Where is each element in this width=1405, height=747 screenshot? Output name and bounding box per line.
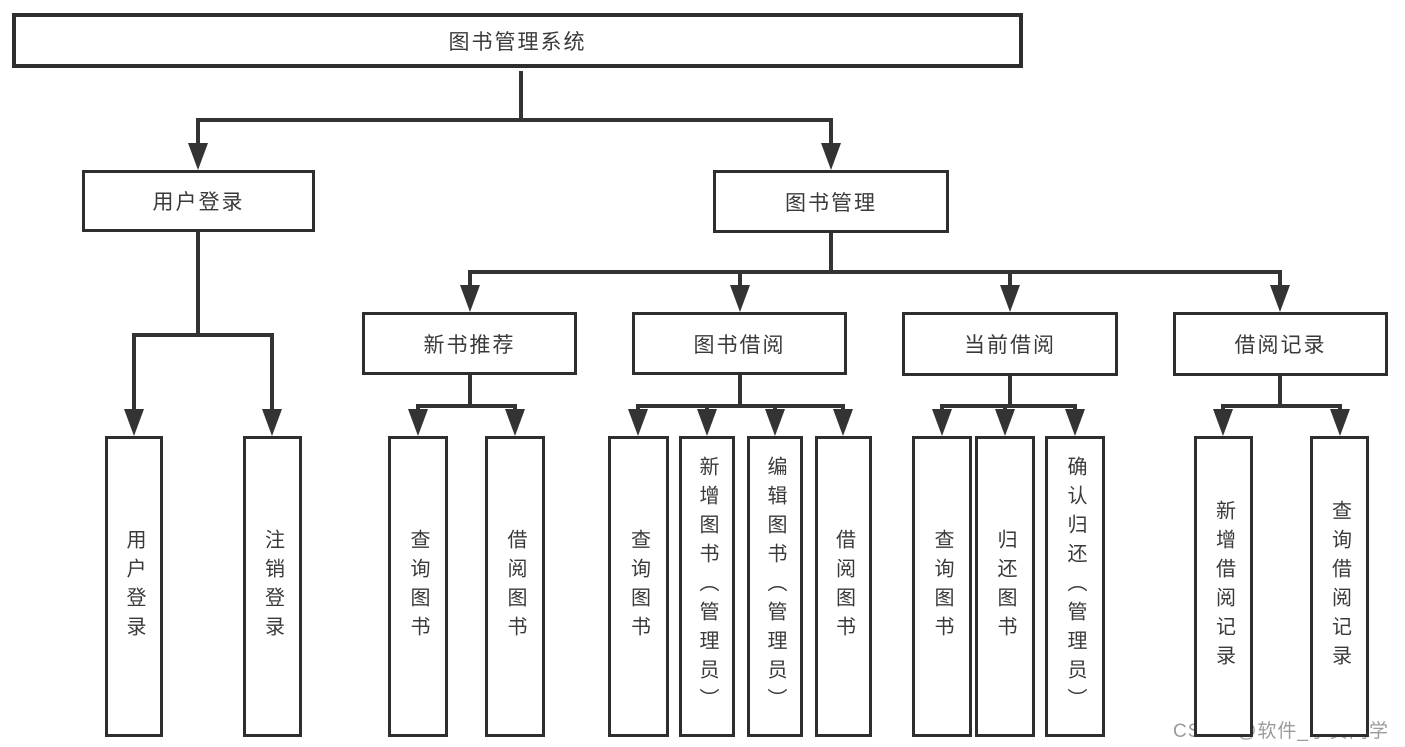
node-leaf-query-books-1: 查询图书: [388, 436, 448, 737]
node-leaf-query-books-2: 查询图书: [608, 436, 669, 737]
node-book-borrowing: 图书借阅: [632, 312, 847, 375]
node-label-user-login: 用户登录: [152, 191, 245, 214]
node-leaf-borrow-books-1: 借阅图书: [485, 436, 545, 737]
node-label-leaf-return-books: 归还图书: [994, 528, 1016, 645]
node-leaf-confirm-return-admin: 确认归还（管理员）: [1045, 436, 1105, 737]
node-label-current-borrowing: 当前借阅: [964, 334, 1056, 357]
node-leaf-edit-books-admin: 编辑图书（管理员）: [747, 436, 803, 737]
node-label-leaf-borrow-books-2: 借阅图书: [832, 528, 855, 645]
node-root: 图书管理系统: [12, 13, 1023, 68]
node-leaf-borrow-books-2: 借阅图书: [815, 436, 872, 737]
node-label-leaf-user-login: 用户登录: [123, 528, 145, 645]
node-label-leaf-query-books-2: 查询图书: [627, 528, 650, 645]
node-label-leaf-borrow-books-1: 借阅图书: [504, 528, 526, 645]
node-label-leaf-edit-books-admin: 编辑图书（管理员）: [764, 456, 786, 717]
node-leaf-query-borrow-record: 查询借阅记录: [1310, 436, 1369, 737]
node-label-leaf-query-books-1: 查询图书: [407, 528, 429, 645]
node-leaf-user-login: 用户登录: [105, 436, 163, 737]
node-label-leaf-confirm-return-admin: 确认归还（管理员）: [1064, 456, 1086, 717]
node-label-leaf-add-borrow-record: 新增借阅记录: [1212, 499, 1235, 674]
node-borrowing-records: 借阅记录: [1173, 312, 1388, 376]
node-label-leaf-query-books-3: 查询图书: [931, 528, 953, 645]
node-label-book-management: 图书管理: [785, 191, 877, 215]
node-book-management: 图书管理: [713, 170, 949, 233]
node-leaf-return-books: 归还图书: [975, 436, 1035, 737]
node-new-book-recommend: 新书推荐: [362, 312, 577, 375]
node-label-book-borrowing: 图书借阅: [693, 333, 786, 357]
node-current-borrowing: 当前借阅: [902, 312, 1118, 376]
node-user-login: 用户登录: [82, 170, 315, 232]
node-label-leaf-query-borrow-record: 查询借阅记录: [1328, 499, 1351, 674]
node-label-borrowing-records: 借阅记录: [1234, 334, 1327, 357]
node-label-new-book-recommend: 新书推荐: [423, 333, 516, 357]
node-leaf-add-borrow-record: 新增借阅记录: [1194, 436, 1253, 737]
node-label-leaf-add-books-admin: 新增图书（管理员）: [696, 456, 718, 717]
node-label-leaf-logout: 注销登录: [261, 528, 284, 645]
node-leaf-query-books-3: 查询图书: [912, 436, 972, 737]
node-label-root: 图书管理系统: [448, 30, 587, 54]
node-leaf-add-books-admin: 新增图书（管理员）: [679, 436, 735, 737]
node-leaf-logout: 注销登录: [243, 436, 302, 737]
